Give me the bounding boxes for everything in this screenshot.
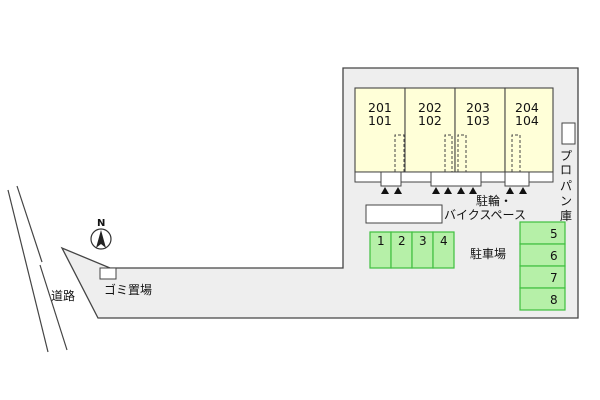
compass: N: [90, 218, 112, 250]
garbage-area-box: [99, 267, 117, 280]
stairwell: [457, 134, 467, 172]
parking-space: [519, 287, 566, 311]
entrance-arrow-icon: [394, 187, 402, 194]
road-edge-right-lower: [39, 264, 68, 351]
unit-lower-label: 103: [466, 113, 490, 128]
entry-porch: [528, 171, 554, 183]
unit-upper-label: 201: [368, 100, 392, 115]
parking-number: 7: [550, 271, 558, 285]
parking-space: [432, 231, 455, 269]
entrance-arrow-icon: [444, 187, 452, 194]
unit-upper-label: 203: [466, 100, 490, 115]
parking-space: [519, 265, 566, 289]
propane-char: ン: [560, 194, 572, 208]
road-edge-left: [7, 189, 49, 353]
bicycle-space-box: [365, 204, 443, 224]
bicycle-space-label-line2: バイクスペース: [444, 208, 526, 222]
parking-row-left: 1 2 3 4: [369, 231, 455, 269]
compass-needle-icon: [96, 230, 106, 248]
entrance-markers: [381, 187, 527, 194]
stairwell: [394, 134, 405, 172]
stairwell: [511, 134, 521, 172]
propane-char: 庫: [560, 209, 572, 223]
unit-upper-label: 204: [515, 100, 539, 115]
road-label: 道路: [51, 288, 75, 303]
parking-label: 駐車場: [470, 246, 506, 261]
parking-number: 8: [550, 293, 558, 307]
parking-space: [519, 221, 566, 245]
apartment-building: 201 101 202 102 203 103 204 104: [354, 87, 554, 187]
entrance-arrow-icon: [506, 187, 514, 194]
entry-porch: [504, 171, 530, 187]
parking-number: 6: [550, 249, 558, 263]
entrance-arrow-icon: [432, 187, 440, 194]
propane-storage-label: プ ロ パ ン 庫: [560, 149, 572, 223]
parking-number: 1: [377, 234, 385, 248]
entrance-arrow-icon: [381, 187, 389, 194]
propane-char: プ: [560, 149, 572, 163]
building-unit: [354, 87, 406, 173]
parking-number: 4: [440, 234, 448, 248]
unit-lower-label: 101: [368, 113, 392, 128]
parking-number: 3: [419, 234, 427, 248]
propane-char: ロ: [560, 163, 572, 177]
parking-number: 5: [550, 227, 558, 241]
compass-north-label: N: [97, 218, 105, 229]
entrance-arrow-icon: [519, 187, 527, 194]
building-unit: [504, 87, 554, 173]
bicycle-space-label-line1: 駐輪・: [476, 193, 512, 208]
entry-porch: [380, 171, 402, 187]
entry-porch: [430, 171, 482, 187]
building-unit: [404, 87, 456, 173]
unit-lower-label: 102: [418, 113, 442, 128]
parking-column-right: 5 6 7 8: [519, 221, 566, 311]
parking-number: 2: [398, 234, 406, 248]
entrance-arrow-icon: [469, 187, 477, 194]
garbage-area-label: ゴミ置場: [104, 282, 152, 297]
parking-space: [519, 243, 566, 267]
entry-porch: [480, 171, 506, 183]
road-edge-right: [16, 185, 43, 263]
entrance-arrow-icon: [457, 187, 465, 194]
propane-char: パ: [560, 179, 572, 193]
stairwell: [444, 134, 453, 172]
propane-storage-box: [561, 122, 576, 145]
road: 道路: [7, 185, 75, 353]
entry-porch: [354, 171, 382, 183]
unit-lower-label: 104: [515, 113, 539, 128]
entry-porch: [400, 171, 432, 183]
unit-upper-label: 202: [418, 100, 442, 115]
